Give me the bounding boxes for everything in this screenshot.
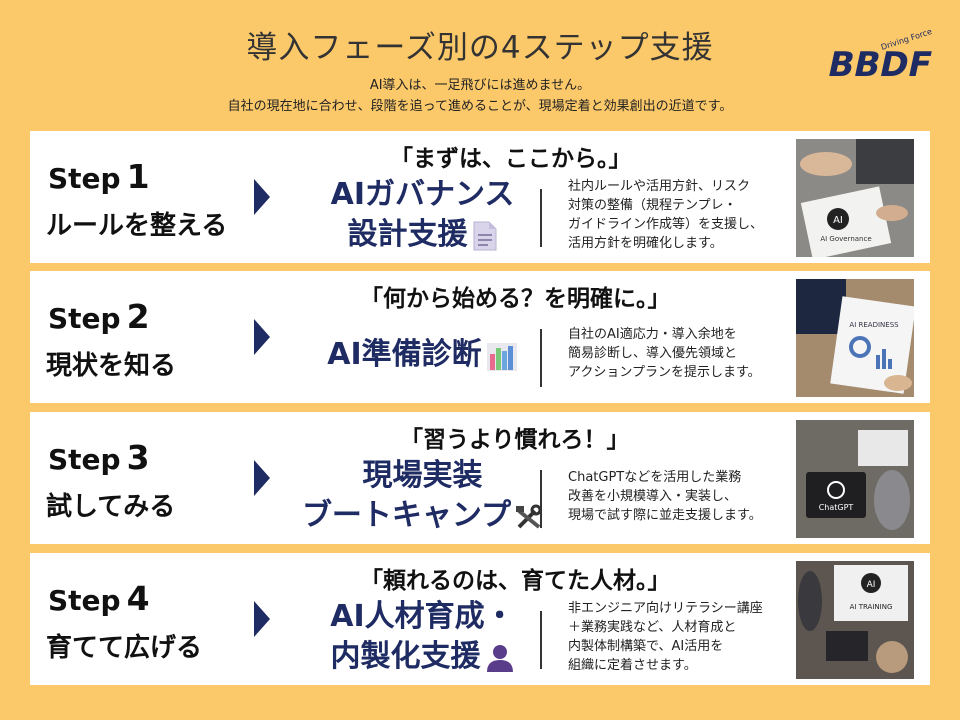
chevron-right-icon bbox=[254, 179, 270, 215]
bar-chart-icon bbox=[486, 342, 517, 371]
logo-text: BBDF bbox=[824, 45, 936, 85]
step-description: 自社のAI適応力・導入余地を 簡易診断し、導入優先領域と アクションプランを提示… bbox=[568, 327, 761, 380]
subtitle-line-2: 自社の現在地に合わせ、段階を追って進めることが、現場定着と効果創出の近道です。 bbox=[227, 99, 733, 114]
step-quote: 「習うより慣れろ！」 bbox=[400, 427, 630, 453]
svg-text:AI TRAINING: AI TRAINING bbox=[850, 603, 893, 611]
step-name: ルールを整える bbox=[46, 211, 228, 241]
step-quote: 「頼れるのは、育てた人材。」 bbox=[360, 568, 671, 594]
chatgpt-photo: ChatGPT bbox=[796, 420, 914, 538]
chevron-right-icon bbox=[254, 319, 270, 355]
readiness-photo: AI READINESS bbox=[796, 279, 914, 397]
divider bbox=[540, 329, 542, 387]
step-description: ChatGPTなどを活用した業務 改善を小規模導入・実装し、 現場で試す際に並走… bbox=[568, 470, 762, 523]
divider bbox=[540, 611, 542, 669]
chevron-right-icon bbox=[254, 601, 270, 637]
svg-text:AI: AI bbox=[833, 215, 843, 226]
service-title: AI準備診断 bbox=[280, 335, 565, 375]
step-quote: 「まずは、ここから。」 bbox=[390, 146, 632, 172]
training-photo: AI AI TRAINING bbox=[796, 561, 914, 679]
svg-text:AI READINESS: AI READINESS bbox=[849, 321, 899, 329]
step-name: 育てて広げる bbox=[46, 633, 203, 663]
subtitle-line-1: AI導入は、一足飛びには進めません。 bbox=[369, 78, 591, 93]
bbdf-logo: BBDF Driving Force bbox=[824, 27, 936, 85]
person-icon bbox=[486, 644, 513, 672]
tools-icon bbox=[516, 504, 542, 529]
service-title: AI人材育成・ 内製化支援 bbox=[330, 599, 515, 674]
step-description: 非エンジニア向けリテラシー講座 ＋業務実践など、人材育成と 内製体制構築で、AI… bbox=[568, 601, 763, 673]
step-name: 現状を知る bbox=[46, 351, 177, 381]
svg-text:AI: AI bbox=[867, 580, 876, 590]
service-title: AIガバナンス 設計支援 bbox=[330, 177, 515, 252]
governance-photo: AI AI Governance bbox=[796, 139, 914, 257]
step-quote: 「何から始める？を明確に。」 bbox=[360, 286, 671, 312]
divider bbox=[540, 470, 542, 528]
chevron-right-icon bbox=[254, 460, 270, 496]
svg-text:ChatGPT: ChatGPT bbox=[819, 503, 854, 512]
step-description: 社内ルールや活用方針、リスク 対策の整備（規程テンプレ・ ガイドライン作成等）を… bbox=[568, 179, 764, 251]
service-title: 現場実装 ブートキャンプ bbox=[280, 456, 565, 536]
document-icon bbox=[473, 221, 496, 250]
step-name: 試してみる bbox=[46, 492, 176, 522]
divider bbox=[540, 189, 542, 247]
svg-text:AI Governance: AI Governance bbox=[820, 235, 871, 243]
page-title: 導入フェーズ別の4ステップ支援 bbox=[246, 30, 714, 66]
